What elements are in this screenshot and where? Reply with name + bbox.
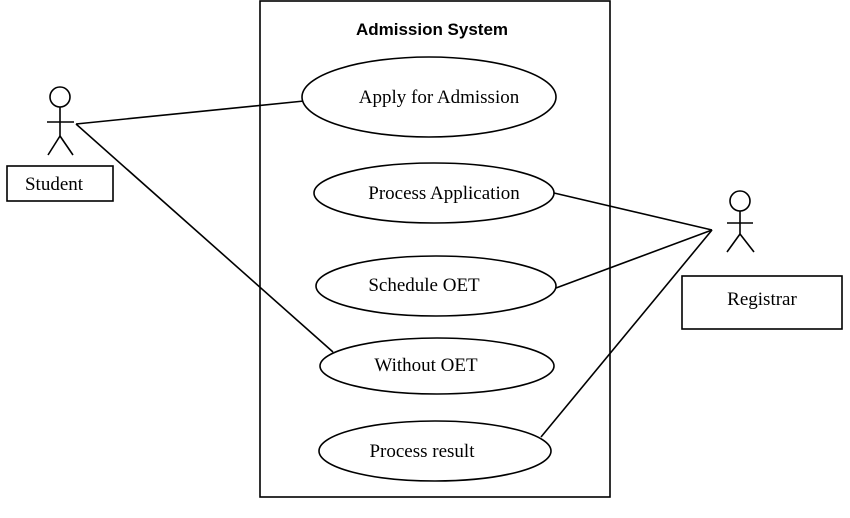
association-registrar-schedule-oet xyxy=(555,229,713,289)
actor-head xyxy=(729,190,751,212)
actor-label-box xyxy=(681,275,843,330)
actor-leg-right xyxy=(59,135,74,156)
use-case-label: Process result xyxy=(369,441,475,462)
stick-figure-icon xyxy=(47,86,74,156)
association-registrar-process-application xyxy=(553,192,713,231)
use-case-schedule-oet[interactable]: Schedule OET xyxy=(315,255,557,317)
use-case-process-result[interactable]: Process result xyxy=(318,420,552,482)
association-student-without-oet xyxy=(75,123,334,353)
use-case-label: Without OET xyxy=(374,355,478,376)
actor-leg-left xyxy=(47,135,61,156)
use-case-label: Apply for Admission xyxy=(359,87,520,108)
use-case-label: Process Application xyxy=(368,183,520,204)
use-case-apply[interactable]: Apply for Admission xyxy=(301,56,557,138)
actor-leg-right xyxy=(739,233,755,253)
actor-registrar[interactable]: Registrar xyxy=(681,190,843,330)
associations xyxy=(75,100,713,438)
actor-label: Registrar xyxy=(727,289,797,310)
use-case-ellipse xyxy=(319,337,555,395)
system-title: Admission System xyxy=(356,20,508,39)
use-case-label: Schedule OET xyxy=(368,275,480,296)
actor-head xyxy=(49,86,71,108)
use-case-process-application[interactable]: Process Application xyxy=(313,162,555,224)
use-case-without-oet[interactable]: Without OET xyxy=(319,337,555,395)
use-case-ellipse xyxy=(301,56,557,138)
association-student-apply xyxy=(75,100,305,125)
stick-figure-icon xyxy=(726,190,755,253)
actor-leg-left xyxy=(726,233,741,253)
actor-label: Student xyxy=(25,174,84,195)
actor-student[interactable]: Student xyxy=(6,86,114,202)
actor-label-box xyxy=(6,165,114,202)
use-case-ellipse xyxy=(318,420,552,482)
use-case-ellipse xyxy=(315,255,557,317)
association-registrar-process-result xyxy=(540,229,713,438)
use-case-ellipse xyxy=(313,162,555,224)
